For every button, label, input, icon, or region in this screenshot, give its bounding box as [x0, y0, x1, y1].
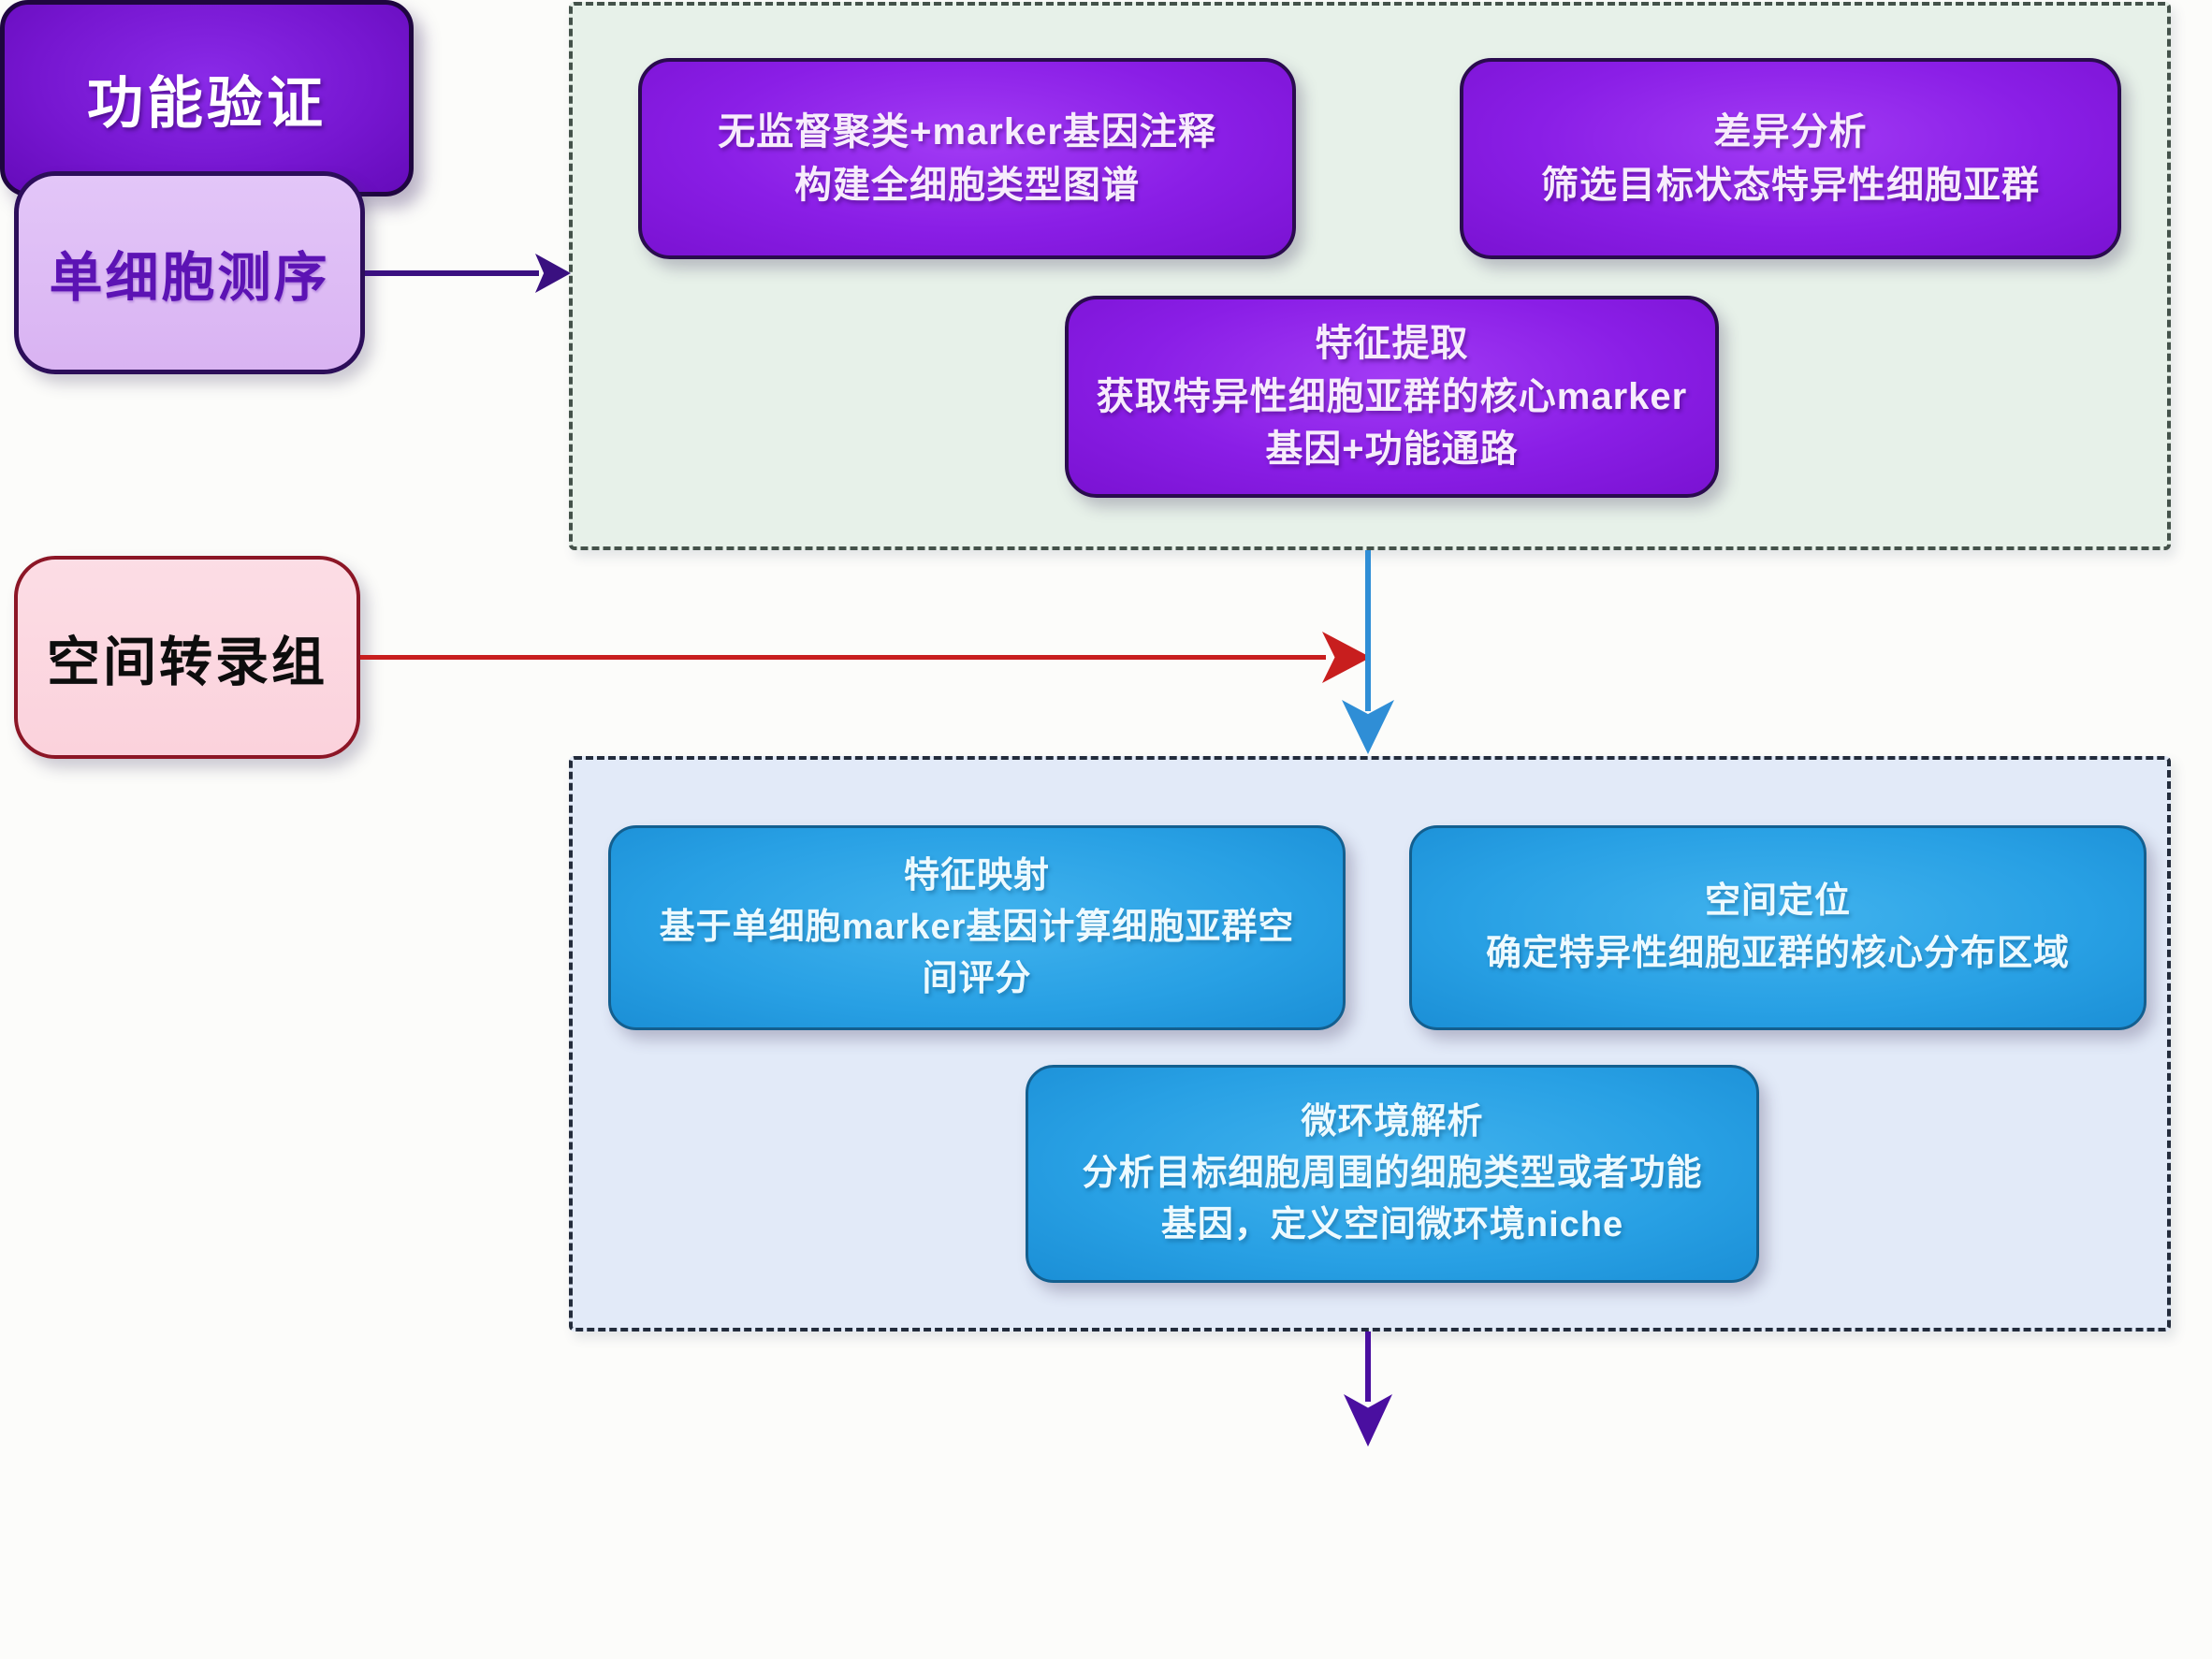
arrow-spatial-to-junction-head — [1322, 632, 1371, 683]
node-spatial-localization-label: 空间定位 确定特异性细胞亚群的核心分布区域 — [1485, 881, 2070, 973]
node-feature-mapping: 特征映射 基于单细胞marker基因计算细胞亚群空 间评分 — [608, 825, 1346, 1030]
node-feature-extraction-label: 特征提取 获取特异性细胞亚群的核心marker 基因+功能通路 — [1096, 322, 1688, 471]
node-microenvironment-analysis: 微环境解析 分析目标细胞周围的细胞类型或者功能 基因，定义空间微环境niche — [1026, 1065, 1759, 1283]
node-functional-validation: 功能验证 — [0, 0, 414, 196]
node-differential-analysis-label: 差异分析 筛选目标状态特异性细胞亚群 — [1541, 110, 2040, 206]
arrow-single-cell-to-panel-line — [365, 270, 539, 276]
node-spatial-transcriptome-label: 空间转录组 — [47, 632, 327, 692]
node-functional-validation-label: 功能验证 — [87, 71, 327, 135]
node-single-cell-seq-label: 单细胞测序 — [49, 247, 330, 308]
node-single-cell-seq: 单细胞测序 — [14, 171, 365, 374]
arrow-stpanel-to-validation-head — [1344, 1394, 1392, 1447]
node-spatial-transcriptome: 空间转录组 — [14, 556, 360, 759]
node-feature-extraction: 特征提取 获取特异性细胞亚群的核心marker 基因+功能通路 — [1065, 296, 1719, 498]
arrow-spatial-to-junction-line — [360, 655, 1326, 660]
node-differential-analysis: 差异分析 筛选目标状态特异性细胞亚群 — [1460, 58, 2121, 259]
node-clustering-annotation: 无监督聚类+marker基因注释 构建全细胞类型图谱 — [638, 58, 1296, 259]
node-microenvironment-analysis-label: 微环境解析 分析目标细胞周围的细胞类型或者功能 基因，定义空间微环境niche — [1082, 1101, 1703, 1245]
arrow-single-cell-to-panel-head — [535, 254, 571, 293]
node-feature-mapping-label: 特征映射 基于单细胞marker基因计算细胞亚群空 间评分 — [659, 855, 1295, 999]
node-clustering-annotation-label: 无监督聚类+marker基因注释 构建全细胞类型图谱 — [718, 110, 1216, 206]
arrow-scpanel-to-stpanel-line — [1365, 550, 1371, 711]
arrow-stpanel-to-validation-line — [1365, 1332, 1371, 1402]
node-spatial-localization: 空间定位 确定特异性细胞亚群的核心分布区域 — [1409, 825, 2147, 1030]
